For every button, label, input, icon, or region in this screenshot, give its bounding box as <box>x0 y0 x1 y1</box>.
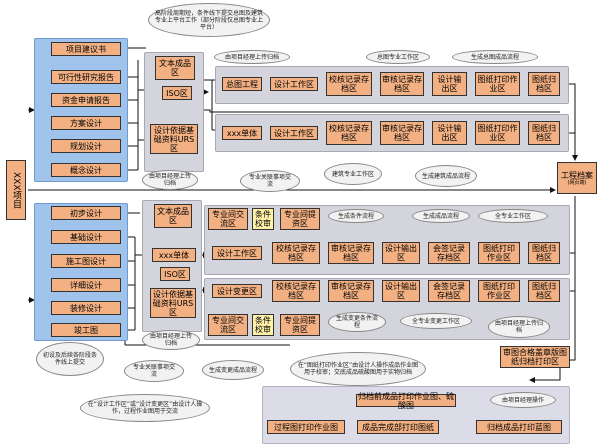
note-bubble: 生成成品流程 <box>412 209 470 223</box>
design-change-area: 设计变更区 <box>212 284 262 298</box>
design-output-area: 设计输出区 <box>432 72 467 96</box>
note-bubble: 由项目经理上传归档 <box>142 330 200 350</box>
drawing-print-area: 图纸打印作业区 <box>475 121 520 145</box>
urs-area: 设计依据基础资料URS区 <box>150 288 196 318</box>
proof-archive-area: 校核记录存档区 <box>272 242 320 264</box>
stage1-item: 资金申请报告 <box>51 93 121 107</box>
stage2-item: 竣工图 <box>51 323 121 337</box>
audit-archive-area: 审核记录存档区 <box>380 72 424 96</box>
stage1-item: 概念设计 <box>51 163 121 177</box>
stage2-item: 基础设计 <box>51 230 121 244</box>
drawing-print-area: 图纸打印作业区 <box>478 280 520 302</box>
stage1-panel <box>34 38 128 182</box>
note-bubble: 由项目经理操作 <box>490 392 556 408</box>
drawing-archive-area: 图纸归档区 <box>528 242 560 264</box>
stage1-item: 项目建议书 <box>51 42 121 56</box>
note-bubble: 在“设计工作区”或“设计变更区”由设计人操作，过程作业图用于交流 <box>80 394 210 422</box>
drawing-archive-area: 图纸归档区 <box>528 280 560 302</box>
note-bubble: 专业关联事项交流 <box>240 170 300 192</box>
stage2-item: 施工图设计 <box>51 254 121 268</box>
design-work-area: 设计工作区 <box>270 126 318 140</box>
stage1-item: 方案设计 <box>51 116 121 130</box>
audit-archive-area: 审核记录存档区 <box>328 280 374 302</box>
iso-area: ISO区 <box>162 86 192 100</box>
design-work-area: 设计工作区 <box>212 246 262 260</box>
stage1-item: 规划设计 <box>51 139 121 153</box>
exchange-area: 专业间交流区 <box>208 314 248 336</box>
note-bubble: 生成条件流程 <box>328 209 384 223</box>
iso-area: ISO区 <box>160 267 190 281</box>
design-output-area: 设计输出区 <box>382 242 420 264</box>
note-bubble: 在“图纸打印作业区”由设计人操作成品作业图用于校审；交底成品硫酸图用于实物归档 <box>290 352 426 386</box>
note-bubble: 由项目经理上传归档 <box>142 170 198 190</box>
stage2-panel <box>34 203 128 341</box>
note-bubble: 由项目经理上传归档 <box>488 316 550 338</box>
archive-blueprint-box: 归档成品打印蓝图 <box>476 420 562 434</box>
project-box: XXX项目 <box>6 160 26 220</box>
note-bubble: 生成建筑成品流程 <box>415 165 477 187</box>
provide-area: 专业间提资区 <box>280 314 320 336</box>
condition-review: 条件校审 <box>252 208 274 230</box>
provide-area: 专业间提资区 <box>280 208 320 230</box>
note-bubble: 专业关联事项交流 <box>124 360 184 382</box>
zongtu-box: 总图工程 <box>222 77 262 91</box>
stage2-item: 详细设计 <box>51 278 121 292</box>
note-bubble: 生成变更条件流程 <box>328 312 386 332</box>
stage2-item: 装修设计 <box>51 301 121 315</box>
note-bubble: 全专业变更工作区 <box>400 313 472 329</box>
urs-area: 设计依据基础资料URS区 <box>150 124 198 154</box>
note-bubble: 生成变更成品流程 <box>202 360 264 380</box>
stage2-item: 初步设计 <box>51 206 121 220</box>
engineering-archive: 工程档案 (网页端) <box>557 162 597 194</box>
stamped-archive-print-area: 审图合格盖章版图纸归档打印区 <box>500 346 570 368</box>
note-bubble: 全专业工作区 <box>478 209 548 223</box>
text-product-area: 文本成品区 <box>155 56 195 80</box>
stage1-item: 可行性研究报告 <box>51 70 121 84</box>
drawing-archive-area: 图纸归档区 <box>528 121 560 145</box>
archive-title: 工程档案 <box>561 170 593 180</box>
process-print-box: 过程图打印作业图 <box>267 420 345 434</box>
condition-review: 条件校审 <box>252 314 274 336</box>
note-bubble: 初设及后续各阶段条件线上提交 <box>36 342 104 376</box>
proof-archive-area: 校核记录存档区 <box>326 121 372 145</box>
drawing-print-area: 图纸打印作业区 <box>478 242 520 264</box>
sign-archive-area: 会签记录存档区 <box>428 280 470 302</box>
sign-archive-area: 会签记录存档区 <box>428 242 470 264</box>
design-output-area: 设计输出区 <box>432 121 467 145</box>
text-product-area: 文本成品区 <box>154 204 192 228</box>
proof-archive-area: 校核记录存档区 <box>326 72 372 96</box>
drawing-archive-area: 图纸归档区 <box>528 72 560 96</box>
exchange-area: 专业间交流区 <box>208 208 248 230</box>
drawing-print-area: 图纸打印作业区 <box>475 72 520 96</box>
note-bubble: 建筑专业工作区 <box>324 163 382 185</box>
design-output-area: 设计输出区 <box>382 280 420 302</box>
note-bubble: 高阶段周期短，条件线下提交总图及建筑专业上平台工作（部分阶段仅总图专业上平台） <box>148 3 270 37</box>
unit-box: xxx单体 <box>152 248 196 262</box>
design-work-area: 设计工作区 <box>270 77 318 91</box>
sulfate-print-box: 归档前成品打印作业图、硫酸图 <box>356 391 456 410</box>
audit-archive-area: 审核记录存档区 <box>380 121 424 145</box>
audit-archive-area: 审核记录存档区 <box>328 242 374 264</box>
note-bubble: 由项目经理上传归档 <box>214 50 290 64</box>
archive-sub: (网页端) <box>567 179 587 186</box>
proof-archive-area: 校核记录存档区 <box>272 280 320 302</box>
final-print-box: 成品完成部打印图纸 <box>357 420 439 434</box>
note-bubble: 生成总图成品流程 <box>452 50 538 64</box>
unit-box: xxx单体 <box>222 126 262 140</box>
note-bubble: 总图专业工作区 <box>366 50 430 64</box>
